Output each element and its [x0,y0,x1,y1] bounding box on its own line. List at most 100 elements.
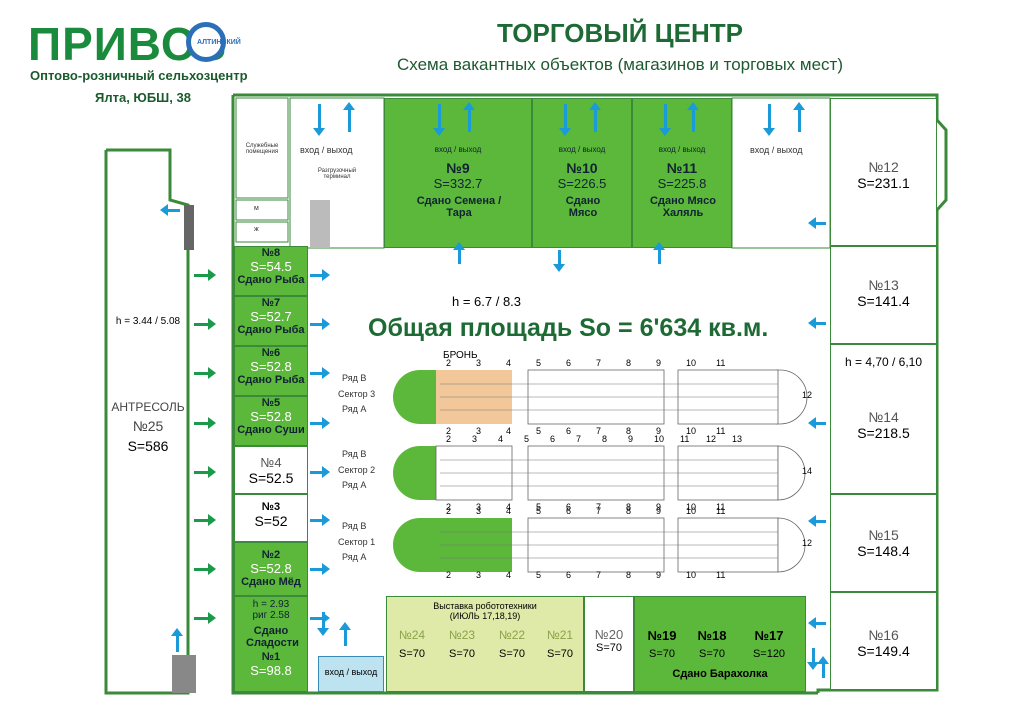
arrow-icon [310,417,330,429]
unit-4[interactable]: №4 S=52.5 [234,446,308,494]
unit-number: №8 [261,247,281,259]
unit-13[interactable]: №13 S=141.4 [830,246,937,344]
row-b-label: Ряд В [342,373,367,383]
unit-number: №11 [666,160,698,176]
stall-number: 3 [476,426,482,436]
stall-number: 13 [732,434,743,444]
entry-label-left: вход / выход [300,145,353,155]
arrow-icon [589,102,601,132]
unit-2[interactable]: №2 S=52.8 Сдано Мёд [234,542,308,596]
arrow-icon [194,318,216,330]
unit-7[interactable]: №7 S=52.7 Сдано Рыба [234,296,308,346]
unit-number: №5 [261,397,281,409]
unit-area: S=52 [254,513,288,529]
stall-number: 10 [686,502,697,512]
arrow-icon [194,466,216,478]
unit-16[interactable]: №16 S=149.4 [830,592,937,690]
total-area: Общая площадь So = 6'634 кв.м. [368,314,769,342]
arrow-icon [808,417,826,429]
stall-number: 4 [506,426,512,436]
stall-number: 7 [596,570,602,580]
arrow-icon [194,269,216,281]
unit-12[interactable]: №12 S=231.1 [830,98,937,246]
unit-number: №4 [260,455,282,470]
unit-14[interactable]: h = 4,70 / 6,10 №14 S=218.5 [830,344,937,494]
unit-area: S=148.4 [857,543,910,559]
stall-end-number: 14 [802,466,813,476]
stall-number: 11 [716,506,726,516]
unit-status: Сдано Мёд [241,576,301,588]
stall-number: 10 [686,426,697,436]
arrow-icon [433,104,445,136]
service-rooms-label: Служебные помещения [245,143,279,155]
arrow-icon [313,104,325,136]
mezzanine-number: №25 [132,418,164,434]
unit-status: Сдано Рыба [237,324,305,336]
stall-number: 7 [596,358,602,368]
arrow-icon [317,612,329,636]
arrow-icon [194,612,216,624]
unit-6[interactable]: №6 S=52.8 Сдано Рыба [234,346,308,396]
unit-number: №2 [261,549,281,561]
arrow-icon [463,102,475,132]
unit-11[interactable]: вход / выход №11 S=225.8 Сдано Мясо Халя… [632,98,732,248]
stall-number: 2 [446,426,452,436]
entry-bottom[interactable]: вход / выход [318,656,384,692]
unit-number: №13 [868,277,899,293]
unit-10[interactable]: вход / выход №10 S=226.5 Сдано Мясо [532,98,632,248]
unit-15[interactable]: №15 S=148.4 [830,494,937,592]
unit-3[interactable]: №3 S=52 [234,494,308,542]
stall-number: 5 [524,434,530,444]
stall-number: 5 [536,570,542,580]
unit-area: S=149.4 [857,643,910,659]
mezzanine-area: S=586 [127,438,169,454]
unit-number: №20 [594,627,624,642]
stall-number: 8 [626,358,632,368]
robot-expo-block[interactable]: Выставка робототехники (ИЮЛЬ 17,18,19) [386,596,584,692]
unit-8[interactable]: №8 S=54.5 Сдано Рыба [234,246,308,296]
stall-number: 6 [566,506,572,516]
unit-22-number: №22 [498,628,526,642]
stall-number: 5 [536,506,542,516]
stall-number: 2 [446,570,452,580]
unit-19-number: №19 [647,628,677,643]
stall-number: 11 [680,434,690,444]
unit-number: №3 [261,501,281,513]
sweets-rig: риг 2.58 [252,610,290,621]
arrow-icon [310,563,330,575]
unit-area: S=52.8 [250,359,292,374]
row-b-label: Ряд В [342,521,367,531]
unit-20[interactable]: №20 S=70 [584,596,634,692]
unit-1[interactable]: h = 2.93 риг 2.58 Сдано Сладости №1 S=98… [234,596,308,692]
stall-number: 11 [716,570,726,580]
unit-19-area: S=70 [649,648,675,660]
arrow-icon [808,617,826,629]
stall-number: 6 [566,358,572,368]
stall-number: 6 [550,434,556,444]
unit-area: S=231.1 [857,175,910,191]
logo-subtitle: Оптово-розничный сельхозцентр [30,68,248,83]
unit-24-number: №24 [398,628,426,642]
unit-area: S=54.5 [250,259,292,274]
unit-status: Сдано Рыба [237,374,305,386]
robot-expo-label: Выставка робототехники [433,601,537,611]
entry-label: вход / выход [658,145,706,154]
unit-9[interactable]: вход / выход №9 S=332.7 Сдано Семена / Т… [384,98,532,248]
unit-17-area: S=120 [752,648,786,660]
arrow-icon [817,656,829,678]
stall-number: 3 [476,502,482,512]
stall-number: 9 [628,434,634,444]
arrow-icon [194,514,216,526]
arrow-icon [559,104,571,136]
stall-number: 8 [602,434,608,444]
flea-market-block[interactable] [634,596,806,692]
entry-label: вход / выход [558,145,606,154]
stall-number: 7 [576,434,582,444]
arrow-icon [653,242,665,264]
stall-number: 6 [566,570,572,580]
arrow-icon [343,102,355,132]
unit-5[interactable]: №5 S=52.8 Сдано Суши [234,396,308,446]
arrow-icon [310,514,330,526]
arrow-icon [339,622,351,646]
